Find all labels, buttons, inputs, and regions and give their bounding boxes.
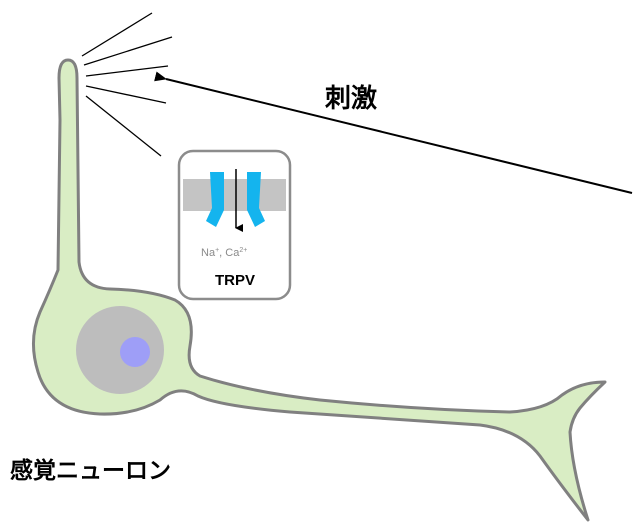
stimulus-ray (85, 85, 167, 104)
trpv-inset: Na+, Ca2+ TRPV (177, 149, 292, 301)
neuron-label: 感覚ニューロン (10, 457, 171, 484)
stimulus-label: 刺激 (325, 83, 377, 114)
nucleolus (120, 337, 150, 367)
stimulus-ray (83, 36, 173, 66)
channel-label: TRPV (215, 272, 255, 289)
stimulus-ray (81, 12, 153, 57)
channel-left-icon (206, 172, 224, 227)
membrane (183, 179, 286, 211)
channel-right-icon (247, 172, 265, 227)
neuron-body (32, 58, 607, 522)
stimulus-rays (81, 12, 173, 157)
arrow-left-icon (154, 71, 633, 194)
stimulus-ray (85, 95, 162, 157)
stimulus-ray (85, 65, 169, 77)
nucleus (76, 306, 164, 394)
ions-label: Na+, Ca2+ (201, 247, 247, 259)
